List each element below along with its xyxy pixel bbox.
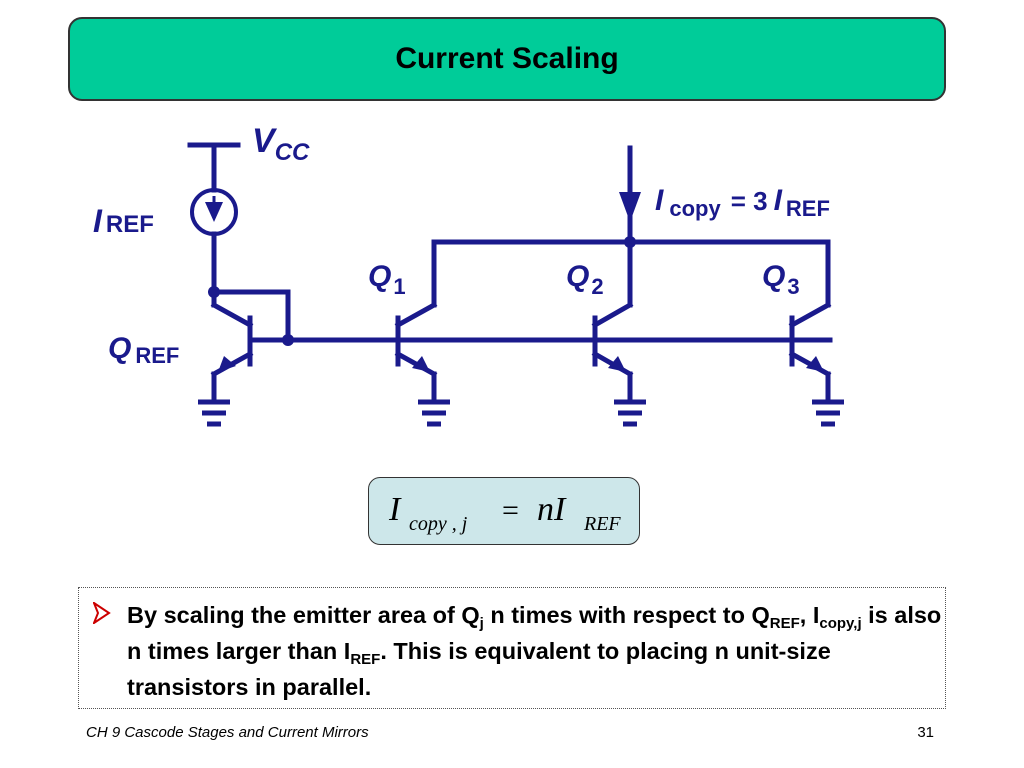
ground-symbol — [418, 399, 450, 427]
formula-box: I copy , j = nI REF — [368, 477, 640, 545]
q1-label: Q1 — [368, 260, 406, 299]
q3-emitter-arrow — [806, 356, 824, 372]
footer-chapter: CH 9 Cascode Stages and Current Mirrors — [86, 724, 369, 741]
formula-rhs-sub: REF — [583, 513, 621, 535]
icopy-arrow — [619, 192, 641, 222]
q3-collector — [788, 301, 832, 329]
q1-emitter-arrow — [412, 356, 430, 372]
bullet-box: By scaling the emitter area of Qj n time… — [78, 587, 946, 709]
ground-symbol — [198, 399, 230, 427]
q3-label: Q3 — [762, 260, 800, 299]
page-title: Current Scaling — [395, 42, 619, 75]
current-source-arrow — [205, 202, 223, 222]
junction-dot — [624, 236, 636, 248]
q2-label: Q2 — [566, 260, 604, 299]
q2-emitter-arrow — [608, 356, 626, 372]
junction-dot — [282, 334, 294, 346]
formula-lhs: I — [388, 491, 402, 528]
title-banner: Current Scaling — [68, 17, 946, 101]
formula-equals: = — [502, 494, 519, 527]
arrow-bullet-icon — [93, 602, 111, 624]
q1-collector — [394, 301, 438, 329]
ground-symbol — [812, 399, 844, 427]
diode-connection-wire — [211, 289, 291, 343]
qref-collector — [210, 301, 254, 329]
vcc-label: VCC — [252, 122, 310, 166]
formula-lhs-sub: copy , j — [409, 513, 468, 535]
q2-collector — [591, 301, 634, 329]
bullet-text: By scaling the emitter area of Qj n time… — [127, 602, 942, 700]
formula: I copy , j = nI REF — [388, 491, 621, 535]
qref-emitter-arrow — [218, 356, 236, 372]
formula-rhs: nI — [537, 491, 567, 528]
junction-dot — [208, 286, 220, 298]
slide-number: 31 — [917, 724, 934, 741]
ground-symbol — [614, 399, 646, 427]
